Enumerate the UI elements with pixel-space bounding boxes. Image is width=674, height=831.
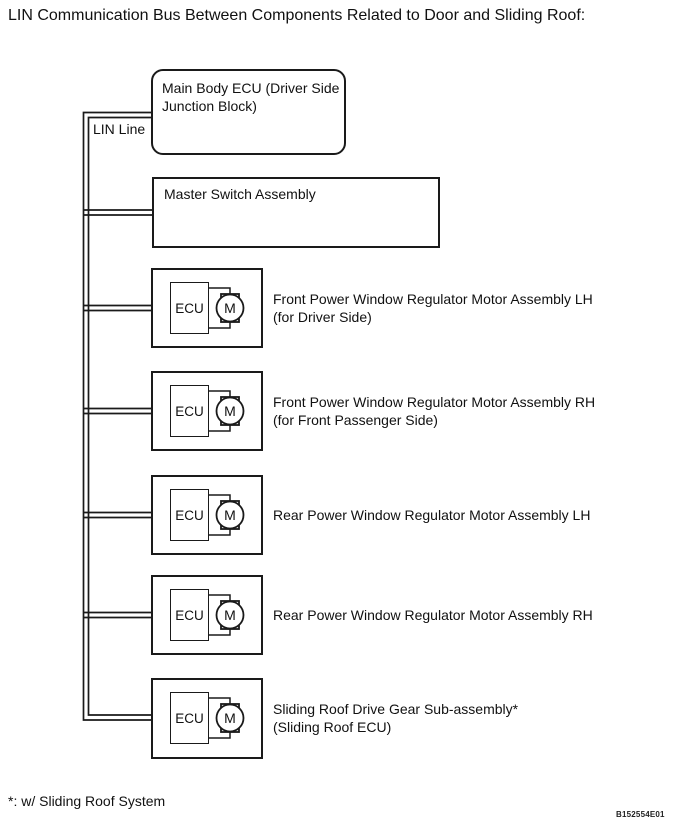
footnote: *: w/ Sliding Roof System (8, 793, 166, 809)
caption-line: Sliding Roof Drive Gear Sub-assembly* (273, 701, 519, 717)
page-title: LIN Communication Bus Between Components… (8, 7, 586, 24)
figure-code: B152554E01 (616, 810, 665, 819)
ecu-motor-symbol: M (209, 494, 245, 536)
node-master-switch-assembly: Master Switch Assembly (152, 177, 440, 248)
ecu-motor-symbol: M (209, 697, 245, 739)
caption-sliding-roof-drive-gear: Sliding Roof Drive Gear Sub-assembly* (S… (273, 678, 669, 758)
node-rear-pw-regulator-motor-lh: M ECU (151, 475, 263, 555)
motor-label: M (224, 403, 236, 419)
node-main-body-ecu: Main Body ECU (Driver Side Junction Bloc… (151, 69, 346, 155)
ecu-box: ECU (170, 489, 209, 541)
ecu-label: ECU (175, 300, 204, 316)
caption-front-pw-regulator-motor-lh: Front Power Window Regulator Motor Assem… (273, 268, 669, 348)
node-label: Junction Block) (162, 98, 257, 114)
node-sliding-roof-drive-gear: M ECU (151, 678, 263, 759)
node-front-pw-regulator-motor-rh: M ECU (151, 371, 263, 451)
motor-label: M (224, 507, 236, 523)
caption-rear-pw-regulator-motor-lh: Rear Power Window Regulator Motor Assemb… (273, 475, 669, 555)
bus-inner-line (87, 116, 153, 716)
motor-icon (215, 500, 245, 530)
ecu-label: ECU (175, 507, 204, 523)
ecu-label: ECU (175, 607, 204, 623)
caption-line: (Sliding Roof ECU) (273, 719, 392, 735)
caption-line: Front Power Window Regulator Motor Assem… (273, 394, 596, 410)
node-label: Master Switch Assembly (164, 186, 316, 202)
motor-label: M (224, 607, 236, 623)
caption-front-pw-regulator-motor-rh: Front Power Window Regulator Motor Assem… (273, 371, 669, 451)
ecu-motor-symbol: M (209, 390, 245, 432)
caption-line: Rear Power Window Regulator Motor Assemb… (273, 507, 591, 523)
caption-line: Front Power Window Regulator Motor Assem… (273, 291, 593, 307)
motor-icon (215, 600, 245, 630)
ecu-label: ECU (175, 403, 204, 419)
motor-icon (215, 396, 245, 426)
ecu-label: ECU (175, 710, 204, 726)
ecu-box: ECU (170, 692, 209, 744)
lin-line-label: LIN Line (93, 121, 146, 137)
ecu-box: ECU (170, 589, 209, 641)
motor-icon (215, 703, 245, 733)
ecu-motor-symbol: M (209, 594, 245, 636)
caption-rear-pw-regulator-motor-rh: Rear Power Window Regulator Motor Assemb… (273, 575, 669, 655)
motor-label: M (224, 710, 236, 726)
node-front-pw-regulator-motor-lh: M ECU (151, 268, 263, 348)
motor-icon (215, 293, 245, 323)
caption-line: (for Front Passenger Side) (273, 412, 438, 428)
ecu-box: ECU (170, 282, 209, 334)
caption-line: Rear Power Window Regulator Motor Assemb… (273, 607, 593, 623)
bus-outer-line (82, 111, 153, 721)
caption-line: (for Driver Side) (273, 309, 372, 325)
ecu-motor-symbol: M (209, 287, 245, 329)
ecu-box: ECU (170, 385, 209, 437)
node-label: Main Body ECU (Driver Side (162, 80, 340, 96)
node-rear-pw-regulator-motor-rh: M ECU (151, 575, 263, 655)
motor-label: M (224, 300, 236, 316)
